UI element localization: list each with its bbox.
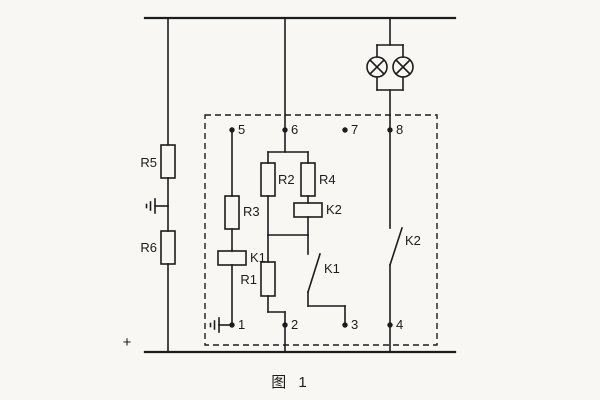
terminal-3-dot bbox=[342, 322, 348, 328]
wiring bbox=[143, 16, 457, 354]
resistor-r4 bbox=[300, 162, 316, 197]
resistor-r5-label: R5 bbox=[140, 155, 157, 170]
terminal-8-label: 8 bbox=[396, 122, 403, 137]
lamp-icon bbox=[392, 56, 414, 78]
relay-contact-k1-label: K1 bbox=[324, 261, 340, 276]
resistor-r6-label: R6 bbox=[140, 240, 157, 255]
terminal-1-label: 1 bbox=[238, 317, 245, 332]
terminal-7-dot bbox=[342, 127, 348, 133]
terminal-8-dot bbox=[387, 127, 393, 133]
terminal-1-dot bbox=[229, 322, 235, 328]
terminal-dots bbox=[229, 127, 393, 328]
terminal-7-label: 7 bbox=[351, 122, 358, 137]
resistor-r4-label: R4 bbox=[319, 172, 336, 187]
terminal-4-label: 4 bbox=[396, 317, 403, 332]
resistor-r3 bbox=[224, 195, 240, 230]
resistor-r3-label: R3 bbox=[243, 204, 260, 219]
terminal-2-dot bbox=[282, 322, 288, 328]
components bbox=[160, 56, 438, 346]
terminal-5-dot bbox=[229, 127, 235, 133]
resistor-r6 bbox=[160, 230, 176, 265]
figure-caption: 图 1 bbox=[271, 374, 311, 391]
terminal-3-label: 3 bbox=[351, 317, 358, 332]
module-boundary-box bbox=[204, 114, 438, 346]
terminal-5-label: 5 bbox=[238, 122, 245, 137]
terminal-4-dot bbox=[387, 322, 393, 328]
k1-contact-blade bbox=[306, 252, 322, 294]
relay-coil-k2 bbox=[293, 202, 323, 218]
relay-contact-k2-label: K2 bbox=[405, 233, 421, 248]
relay-coil-k1 bbox=[217, 250, 247, 266]
k2-contact-blade bbox=[388, 226, 404, 267]
labels: R5 R6 R3 R2 R4 R1 K1 K2 K1 K2 5 6 7 8 1 … bbox=[123, 122, 421, 391]
terminal-2-label: 2 bbox=[291, 317, 298, 332]
resistor-r1 bbox=[260, 261, 276, 297]
ground-icon bbox=[209, 317, 220, 333]
resistor-r2 bbox=[260, 162, 276, 197]
terminal-6-dot bbox=[282, 127, 288, 133]
ground-icon bbox=[145, 198, 156, 214]
lamp-icon bbox=[366, 56, 388, 78]
resistor-r2-label: R2 bbox=[278, 172, 295, 187]
terminal-6-label: 6 bbox=[291, 122, 298, 137]
positive-polarity-label: + bbox=[123, 334, 132, 351]
relay-coil-k1-label: K1 bbox=[250, 250, 266, 265]
resistor-r1-label: R1 bbox=[240, 272, 257, 287]
resistor-r5 bbox=[160, 144, 176, 179]
relay-coil-k2-label: K2 bbox=[326, 202, 342, 217]
